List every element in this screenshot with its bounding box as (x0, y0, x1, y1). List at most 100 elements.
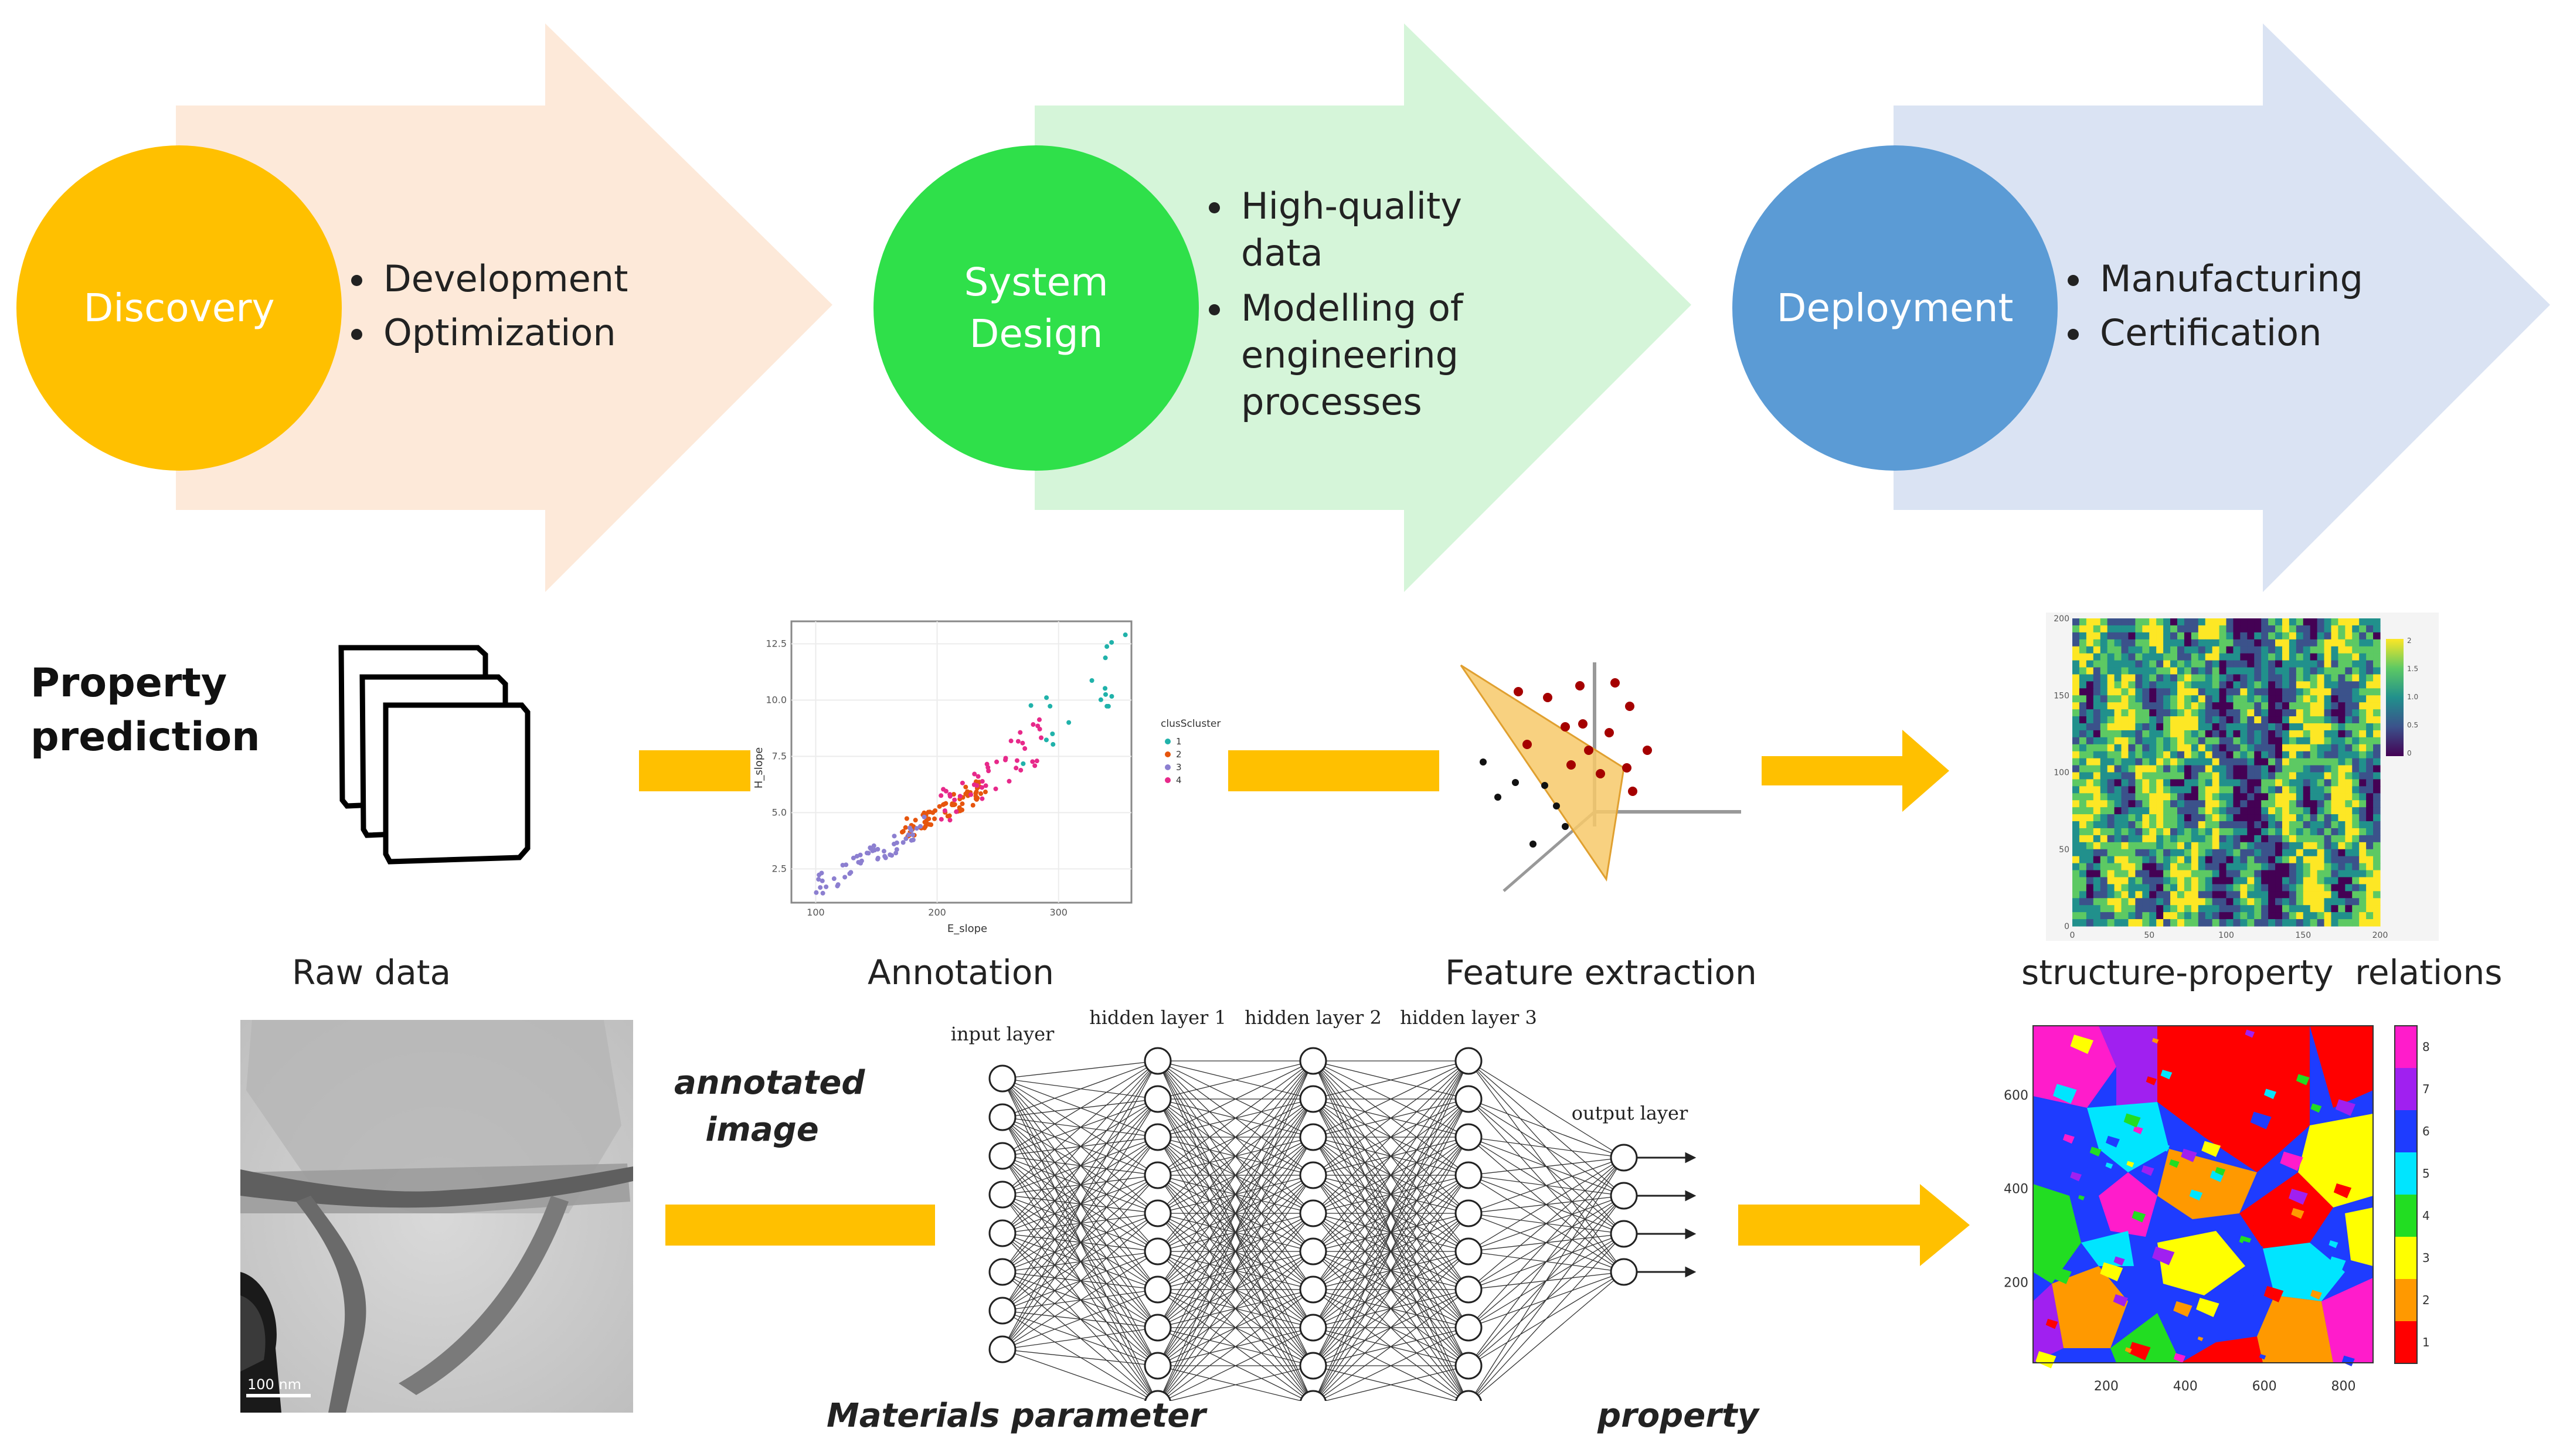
heatmap-cell (2296, 779, 2304, 787)
heatmap-cell (2156, 877, 2164, 885)
heatmap-cell (2254, 898, 2262, 906)
heatmap-cell (2093, 821, 2101, 829)
heatmap-cell (2289, 674, 2297, 682)
heatmap-cell (2289, 919, 2297, 927)
heatmap-cell (2247, 905, 2255, 913)
heatmap-cell (2177, 898, 2185, 906)
heatmap-cell (2247, 653, 2255, 661)
heatmap-cell (2100, 807, 2108, 815)
grain-colorbar-tick: 8 (2422, 1040, 2430, 1054)
scatter-point (973, 794, 978, 799)
heatmap-cell (2149, 632, 2157, 640)
scatter-point (1066, 720, 1072, 725)
heatmap-cell (2100, 695, 2108, 703)
heatmap-cell (2142, 772, 2150, 780)
heatmap-cell (2359, 814, 2367, 822)
heatmap-cell (2345, 674, 2353, 682)
heatmap-cell (2121, 856, 2129, 864)
nn-connection (1468, 1157, 1624, 1176)
heatmap-cell (2072, 772, 2080, 780)
heatmap-cell (2366, 912, 2374, 920)
scatter-point (1048, 703, 1053, 709)
heatmap-cell (2156, 632, 2164, 640)
heatmap-cell (2177, 765, 2185, 773)
heatmap-cell (2282, 835, 2290, 843)
heatmap-cell (2240, 681, 2248, 689)
heatmap-cell (2191, 716, 2199, 724)
heatmap-cell (2072, 835, 2080, 843)
heatmap-cell (2373, 898, 2381, 906)
heatmap-cell (2254, 653, 2262, 661)
heatmap-cell (2303, 779, 2311, 787)
scatter-point (842, 875, 848, 880)
heatmap-cell (2128, 653, 2136, 661)
heatmap-cell (2149, 695, 2157, 703)
heatmap-cell (2338, 772, 2346, 780)
heatmap-cell (2170, 758, 2178, 766)
heatmap-cell (2331, 779, 2339, 787)
heatmap-cell (2191, 674, 2199, 682)
heatmap-cell (2219, 842, 2227, 850)
heatmap-cell (2352, 793, 2360, 801)
heatmap-cell (2345, 632, 2353, 640)
heatmap-cell (2338, 891, 2346, 899)
scatter-legend-label: 4 (1176, 775, 1182, 785)
heatmap-cell (2324, 807, 2332, 815)
heatmap-cell (2163, 681, 2171, 689)
grain-region (2263, 1088, 2277, 1100)
scatter-point (910, 832, 916, 838)
heatmap-cell (2121, 765, 2129, 773)
heatmap-cell (2373, 863, 2381, 871)
heatmap-cell (2142, 800, 2150, 808)
heatmap-cell (2317, 730, 2325, 738)
heatmap-cell (2226, 681, 2234, 689)
heatmap-cell (2170, 723, 2178, 731)
heatmap-cell (2317, 646, 2325, 654)
heatmap-cell (2156, 863, 2164, 871)
heatmap-cell (2282, 667, 2290, 675)
heatmap-cell (2275, 905, 2283, 913)
heatmap-cell (2191, 772, 2199, 780)
heatmap-cell (2107, 828, 2115, 836)
grain-region (2157, 1026, 2310, 1172)
heatmap-cell (2072, 716, 2080, 724)
heatmap-cell (2177, 786, 2185, 794)
heatmap-cell (2093, 688, 2101, 696)
heatmap-cell (2135, 828, 2143, 836)
nn-connection (1313, 1060, 1469, 1290)
heatmap-cell (2240, 660, 2248, 668)
heatmap-cell (2086, 891, 2094, 899)
heatmap-cell (2296, 695, 2304, 703)
heatmap-cell (2191, 660, 2199, 668)
nn-hidden-2-node (1299, 1275, 1327, 1304)
heatmap-cell (2212, 863, 2220, 871)
heatmap-cell (2303, 919, 2311, 927)
heatmap-cell (2331, 905, 2339, 913)
discovery-bullet-2: Optimization (378, 306, 628, 360)
heatmap-cell (2324, 667, 2332, 675)
heatmap-cell (2184, 835, 2192, 843)
heatmap-cell (2240, 786, 2248, 794)
heatmap-cell (2373, 828, 2381, 836)
heatmap-cell (2198, 821, 2206, 829)
heatmap-colorbar-tick: 0.5 (2407, 721, 2418, 729)
heatmap-cell (2373, 639, 2381, 647)
heatmap-cell (2352, 653, 2360, 661)
heatmap-cell (2240, 856, 2248, 864)
heatmap-cell (2128, 814, 2136, 822)
heatmap-cell (2324, 646, 2332, 654)
scatter-point (932, 816, 937, 821)
scatter-point (816, 877, 821, 882)
heatmap-cell (2359, 870, 2367, 878)
heatmap-cell (2198, 758, 2206, 766)
heatmap-cell (2268, 667, 2276, 675)
heatmap-cell (2240, 905, 2248, 913)
heatmap-cell (2268, 800, 2276, 808)
heatmap-cell (2275, 793, 2283, 801)
nn-hidden-1-node (1144, 1275, 1172, 1304)
heatmap-cell (2296, 618, 2304, 626)
heatmap-cell (2212, 716, 2220, 724)
grain-colorbar-segment (2395, 1195, 2417, 1237)
heatmap-cell (2198, 856, 2206, 864)
heatmap-cell (2282, 737, 2290, 745)
